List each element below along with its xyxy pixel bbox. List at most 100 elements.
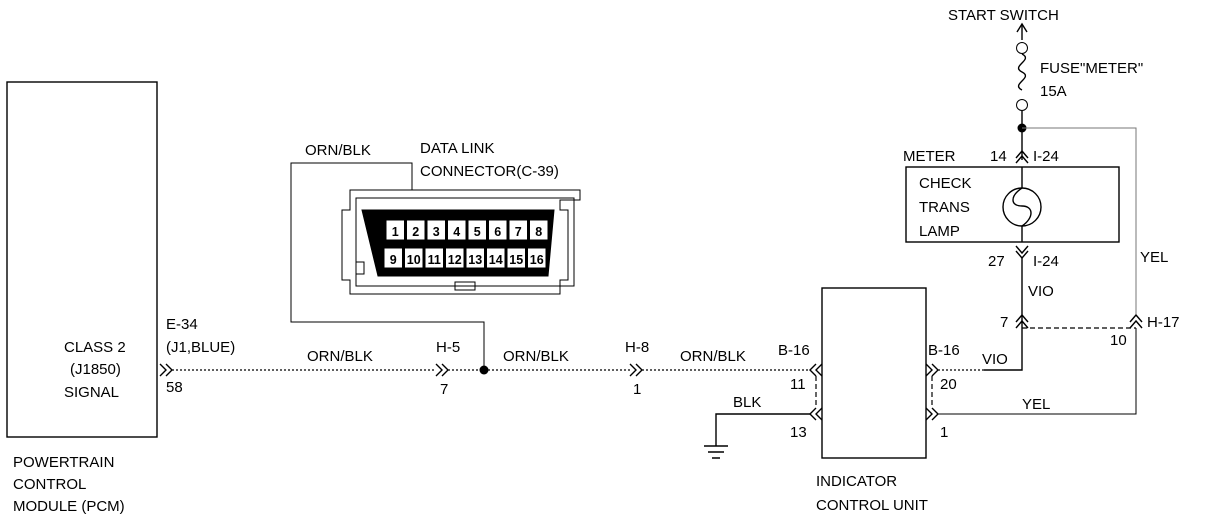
h8-terminal — [629, 363, 643, 377]
dlc-pin-6: 6 — [494, 225, 501, 239]
b16-right-terminal-20 — [925, 363, 939, 377]
vio-horizontal-label: VIO — [982, 351, 1008, 368]
dlc-pin-cell — [426, 219, 446, 241]
dlc-pin-3: 3 — [433, 225, 440, 239]
b16-left-terminal-11 — [809, 363, 823, 377]
lamp-bulb — [1002, 187, 1042, 227]
dlc-pin-cell — [406, 219, 426, 241]
dlc-pin-8: 8 — [535, 225, 542, 239]
pcm-connector-line-2: (J1,BLUE) — [166, 339, 235, 356]
meter-pin-bottom: 27 — [988, 253, 1005, 270]
h17-pin-right: 10 — [1110, 332, 1127, 349]
b16-right-pin-20: 20 — [940, 376, 957, 393]
dlc-pin-13: 13 — [468, 253, 482, 267]
ground-wire-label: BLK — [733, 394, 761, 411]
h17-pin-left: 7 — [1000, 314, 1008, 331]
meter-connector-top: I-24 — [1033, 148, 1059, 165]
dlc-pin-10: 10 — [407, 253, 421, 267]
pcm-label-line-1: POWERTRAIN — [13, 454, 114, 471]
dlc-pin-cell — [465, 247, 485, 269]
dlc-connector-body — [341, 189, 581, 295]
yel-horizontal-label: YEL — [1022, 396, 1050, 413]
meter-label: METER — [903, 148, 956, 165]
dlc-pin-cell — [445, 247, 465, 269]
start-switch-arrow — [1016, 22, 1028, 33]
pcm-signal-line-2: (J1850) — [70, 361, 121, 378]
h8-pin: 1 — [633, 381, 641, 398]
icu-label-line-2: CONTROL UNIT — [816, 497, 928, 514]
dlc-wire — [290, 162, 485, 370]
meter-top-terminal — [1015, 149, 1029, 164]
lamp-label-line-2: TRANS — [919, 199, 970, 216]
dlc-pin-cell — [404, 247, 424, 269]
dlc-title-line-1: DATA LINK — [420, 140, 494, 157]
fuse-rating: 15A — [1040, 83, 1067, 100]
pcm-signal-line-1: CLASS 2 — [64, 339, 126, 356]
ground-wire — [715, 413, 810, 446]
icu-box — [821, 287, 927, 459]
pcm-connector-line-1: E-34 — [166, 316, 198, 333]
b16-left-name: B-16 — [778, 342, 810, 359]
dlc-pin-cell — [508, 219, 528, 241]
dlc-pin-cell — [385, 219, 405, 241]
dlc-pin-2: 2 — [412, 225, 419, 239]
dlc-pin-15: 15 — [509, 253, 523, 267]
dlc-pin-cell — [486, 247, 506, 269]
pcm-pin: 58 — [166, 379, 183, 396]
dlc-pin-cell — [506, 247, 526, 269]
fuse-top-terminal — [1016, 42, 1028, 54]
dlc-pin-12: 12 — [448, 253, 462, 267]
dlc-pin-4: 4 — [453, 225, 460, 239]
dlc-pin-7: 7 — [515, 225, 522, 239]
pcm-terminal — [159, 363, 173, 377]
meter-box — [905, 166, 1120, 243]
wire-label-h5-h8: ORN/BLK — [503, 348, 569, 365]
dlc-pin-cell — [467, 219, 487, 241]
dlc-pin-5: 5 — [474, 225, 481, 239]
start-switch-label: START SWITCH — [948, 7, 1059, 24]
lamp-label-line-3: LAMP — [919, 223, 960, 240]
vio-wire — [984, 258, 1023, 371]
b16-right-terminal-1 — [925, 407, 939, 421]
dlc-pin-cell — [529, 219, 549, 241]
b16-left-terminal-13 — [809, 407, 823, 421]
lamp-filament — [1012, 187, 1032, 227]
b16-left-pin-13: 13 — [790, 424, 807, 441]
meter-pin-top: 14 — [990, 148, 1007, 165]
meter-bottom-terminal — [1015, 245, 1029, 260]
dlc-pin-11: 11 — [428, 253, 441, 267]
fuse-element — [1017, 53, 1027, 91]
b16-right-pin-1: 1 — [940, 424, 948, 441]
pcm-label-line-3: MODULE (PCM) — [13, 498, 125, 515]
dlc-pin-9: 9 — [390, 253, 397, 267]
dlc-pin-16: 16 — [530, 253, 544, 267]
pcm-box — [6, 81, 158, 438]
yel-branch-wire — [1022, 127, 1137, 314]
dlc-pin-cell — [383, 247, 403, 269]
pcm-signal-line-3: SIGNAL — [64, 384, 119, 401]
wire-label-pcm-h5: ORN/BLK — [307, 348, 373, 365]
h8-name: H-8 — [625, 339, 649, 356]
dlc-pin-cell — [447, 219, 467, 241]
yel-wire — [938, 328, 1137, 415]
ground-icon — [704, 445, 728, 459]
fuse-bottom-terminal — [1016, 99, 1028, 111]
dlc-pin-1: 1 — [392, 225, 399, 239]
h17-left-terminal — [1015, 313, 1029, 329]
dlc-pin-cell — [424, 247, 444, 269]
h17-right-terminal — [1129, 313, 1143, 329]
meter-connector-bottom: I-24 — [1033, 253, 1059, 270]
dlc-pin-cell — [527, 247, 547, 269]
fuse-label: FUSE"METER" — [1040, 60, 1143, 77]
h5-terminal — [435, 363, 449, 377]
yel-vertical-label: YEL — [1140, 249, 1168, 266]
lamp-label-line-1: CHECK — [919, 175, 972, 192]
b16-right-name: B-16 — [928, 342, 960, 359]
pcm-label-line-2: CONTROL — [13, 476, 86, 493]
vio-vertical-label: VIO — [1028, 283, 1054, 300]
dlc-pin-cell — [488, 219, 508, 241]
h5-name: H-5 — [436, 339, 460, 356]
